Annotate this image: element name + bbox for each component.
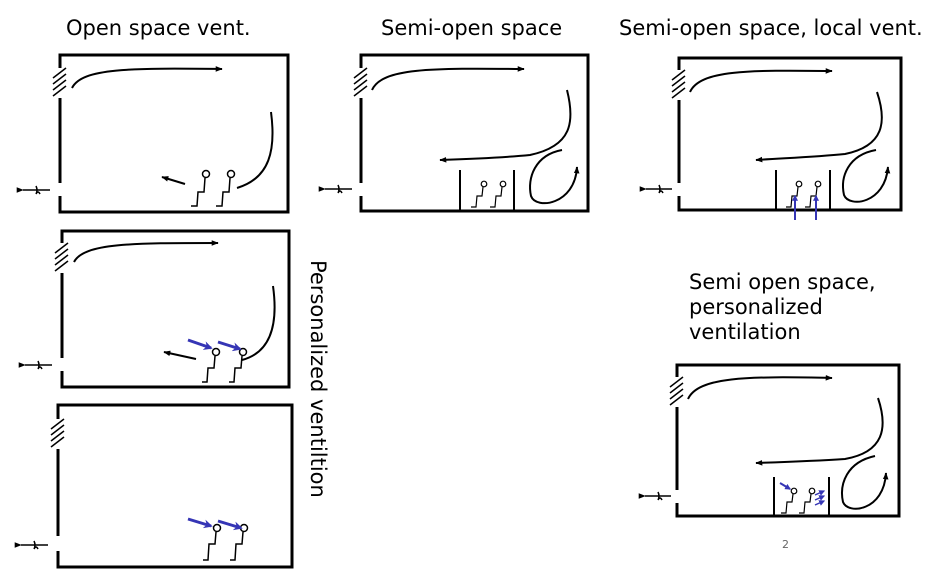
title-open-space: Open space vent. <box>66 16 251 40</box>
personalized-jet-arrow-icon <box>187 517 213 529</box>
airflow-arrow-icon <box>529 149 580 205</box>
supply-grille-icon <box>671 69 686 99</box>
title-semi-open-local: Semi-open space, local vent. <box>619 16 923 40</box>
supply-grille-icon <box>669 376 684 406</box>
airflow-arrow-icon <box>689 68 833 93</box>
airflow-arrow-icon <box>161 176 186 185</box>
airflow-arrow-icon <box>439 89 572 163</box>
title-semi-open: Semi-open space <box>381 16 563 40</box>
personalized-jet-arrow-icon <box>814 490 826 506</box>
airflow-arrow-icon <box>71 66 223 89</box>
panel-semi-open-personalized <box>638 363 901 518</box>
personalized-jet-arrow-icon <box>779 482 792 490</box>
title-semi-open-personalized: Semi open space, personalized ventilatio… <box>689 270 876 345</box>
cubicle-partition <box>773 477 830 516</box>
title-line-3: ventilation <box>689 320 801 344</box>
room-outline <box>359 53 590 213</box>
occupant-icon <box>781 487 798 514</box>
occupant-icon <box>203 523 222 561</box>
exhaust-icon <box>638 491 671 501</box>
occupant-icon <box>216 169 236 207</box>
airflow-arrow-icon <box>755 397 884 466</box>
airflow-arrow-icon <box>236 111 274 189</box>
panel-personalized-open <box>18 229 291 389</box>
room-outline <box>60 229 291 389</box>
panel-semi-open <box>318 53 590 213</box>
exhaust-icon <box>16 185 50 195</box>
airflow-arrow-icon <box>73 240 219 263</box>
cubicle-partition <box>459 170 515 211</box>
occupant-icon <box>191 169 211 207</box>
exhaust-icon <box>14 540 48 550</box>
exhaust-icon <box>318 184 352 194</box>
panel-personalized-only <box>14 403 294 569</box>
supply-grille-icon <box>353 67 368 97</box>
room-outline <box>58 53 290 214</box>
exhaust-icon <box>639 184 672 194</box>
occupant-icon <box>229 347 248 383</box>
supply-grille-icon <box>50 418 65 448</box>
airflow-arrow-icon <box>687 375 833 400</box>
page-number: 2 <box>782 538 789 551</box>
cubicle-partition <box>775 170 831 210</box>
exhaust-icon <box>18 360 52 370</box>
occupant-icon <box>805 180 822 208</box>
occupant-icon <box>202 347 221 383</box>
room-outline <box>675 363 901 518</box>
occupant-icon <box>471 180 488 208</box>
personalized-jet-arrow-icon <box>217 519 243 531</box>
occupant-icon <box>490 180 507 208</box>
airflow-arrow-icon <box>755 91 883 163</box>
title-line-1: Semi open space, <box>689 270 876 294</box>
panel-open-space <box>16 53 290 214</box>
personalized-jet-arrow-icon <box>217 340 242 352</box>
occupant-icon <box>799 487 816 514</box>
airflow-arrow-icon <box>841 455 889 510</box>
airflow-arrow-icon <box>241 285 276 361</box>
room-outline <box>677 56 903 212</box>
airflow-arrow-icon <box>371 66 525 91</box>
supply-grille-icon <box>54 242 69 272</box>
personalized-jet-arrow-icon <box>187 338 213 350</box>
room-outline <box>56 403 294 569</box>
airflow-arrow-icon <box>163 350 197 360</box>
title-line-2: personalized <box>689 295 823 319</box>
supply-grille-icon <box>52 67 67 97</box>
occupant-icon <box>786 180 803 208</box>
airflow-arrow-icon <box>842 149 891 203</box>
panel-semi-open-local <box>639 56 903 220</box>
occupant-icon <box>230 523 249 561</box>
